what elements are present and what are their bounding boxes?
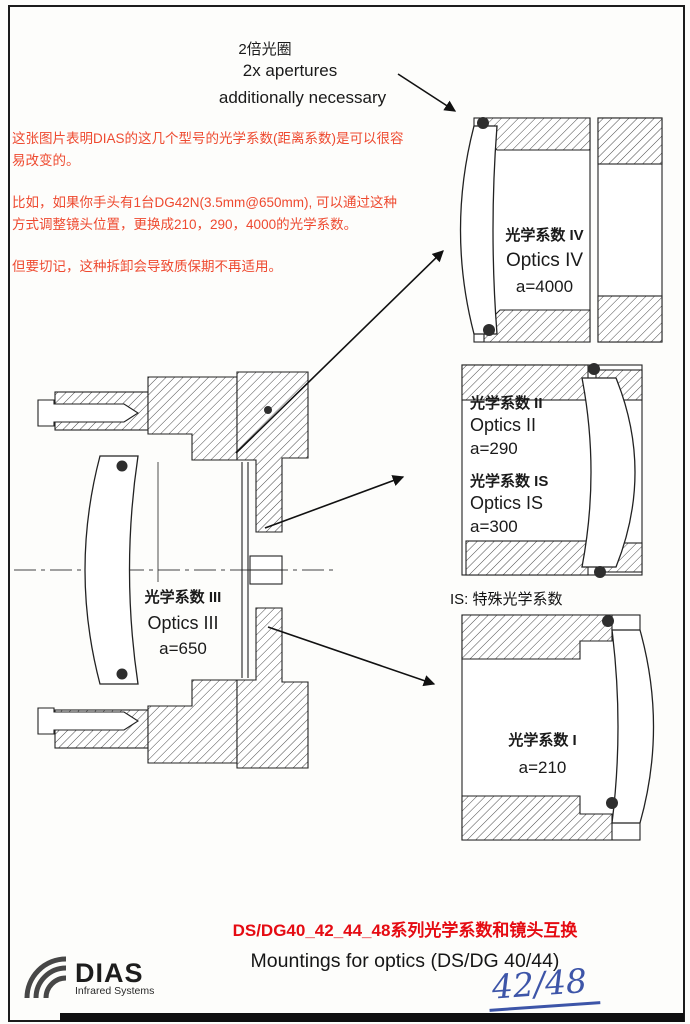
optics-i-name-zh: 光学系数 I: [508, 732, 577, 749]
bottom-bar: [60, 1013, 684, 1022]
main-lens-assembly: [14, 371, 338, 769]
arrows: [235, 73, 457, 687]
optics-is-name-zh: 光学系数 IS: [470, 473, 549, 490]
optics-iii-value: a=650: [159, 639, 207, 658]
handwritten-annotation: 42/48: [486, 960, 601, 1012]
optics-is-name-en: Optics IS: [470, 493, 544, 513]
arrow-to-optics-ii: [264, 475, 405, 529]
arrow-top-note: [397, 73, 457, 112]
optics-iv-name-zh: 光学系数 IV: [505, 227, 584, 244]
note-paragraph-1: 这张图片表明DIAS的这几个型号的光学系数(距离系数)是可以很容易改变的。: [12, 131, 404, 168]
dias-logo-name: DIAS: [75, 958, 144, 988]
dias-logo-text: DIAS Infrared Systems: [75, 959, 154, 997]
dias-logo-subtitle: Infrared Systems: [75, 985, 155, 997]
set-screw-top: [37, 399, 140, 427]
optics-i-value: a=210: [518, 758, 567, 777]
optics-iv-value: a=4000: [515, 277, 574, 296]
footer-title-en: Mountings for optics (DS/DG 40/44): [250, 950, 560, 972]
optics-iii-name-zh: 光学系数 III: [144, 589, 222, 606]
optics-iv-label: 光学系数 IV Optics IV a=4000: [472, 224, 617, 299]
o-ring: [483, 324, 495, 336]
lens-element-ii: [581, 377, 636, 568]
lens-element-i: [611, 629, 655, 824]
set-screw-bottom: [37, 707, 140, 735]
optics-iii-label: 光学系数 III Optics III a=650: [124, 586, 242, 662]
optics-ii-name-en: Optics II: [470, 415, 537, 435]
label-spacer: [470, 461, 595, 471]
description-notes: 这张图片表明DIAS的这几个型号的光学系数(距离系数)是可以很容易改变的。 比如…: [12, 128, 410, 299]
is-special-note: IS: 特殊光学系数: [450, 591, 563, 608]
optics-ii-is-assembly: [461, 363, 643, 578]
optics-i-assembly: [461, 614, 655, 841]
note-paragraph-2: 比如，如果你手头有1台DG42N(3.5mm@650mm), 可以通过这种方式调…: [12, 195, 397, 232]
lens-element-iv: [459, 125, 498, 335]
o-ring: [116, 668, 128, 680]
dias-logo-icon: [24, 956, 67, 999]
optics-ii-is-label: 光学系数 II Optics II a=290 光学系数 IS Optics I…: [470, 393, 595, 539]
note-paragraph-3: 但要切记，这种拆卸会导致质保期不再适用。: [12, 259, 282, 274]
o-ring: [606, 797, 618, 809]
dias-logo: DIAS Infrared Systems: [24, 956, 154, 1000]
o-ring: [602, 615, 614, 627]
optics-iv-assembly: [459, 117, 663, 343]
optics-i-label: 光学系数 I a=210: [475, 728, 610, 782]
optics-ii-name-zh: 光学系数 II: [470, 395, 543, 412]
lens-element-iii: [84, 455, 139, 685]
top-note-en-line1: 2x apertures: [242, 61, 338, 80]
pin: [264, 406, 272, 414]
o-ring: [588, 363, 600, 375]
arrow-to-optics-iv: [235, 250, 444, 454]
o-ring: [594, 566, 606, 578]
handwritten-text: 42/48: [486, 960, 601, 1012]
optics-iv-name-en: Optics IV: [505, 250, 584, 271]
o-ring: [116, 460, 128, 472]
optics-iii-name-en: Optics III: [147, 613, 219, 633]
optics-ii-value: a=290: [470, 439, 518, 458]
top-note-zh: 2倍光圈: [238, 41, 292, 58]
arrow-to-optics-i: [267, 626, 436, 687]
footer-title-zh: DS/DG40_42_44_48系列光学系数和镜头互换: [232, 921, 578, 940]
o-ring: [477, 117, 489, 129]
optics-is-value: a=300: [470, 517, 518, 536]
top-note-en-line2: additionally necessary: [218, 88, 387, 107]
